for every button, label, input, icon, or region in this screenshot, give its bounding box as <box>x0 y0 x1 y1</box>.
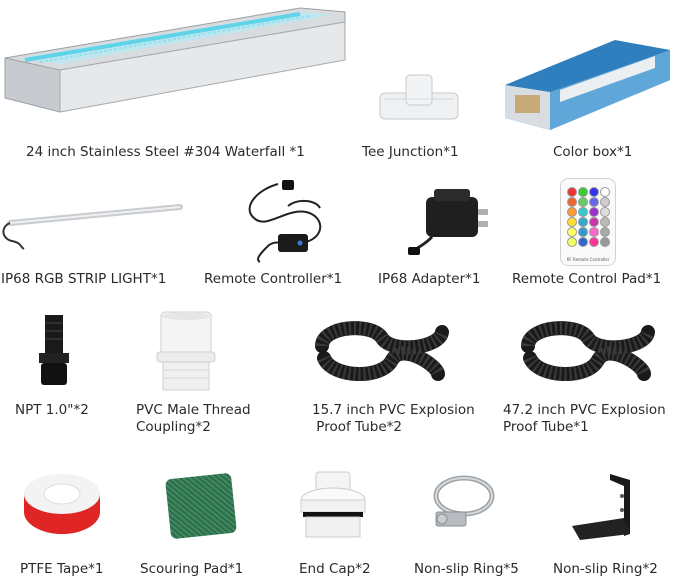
end-cap-image <box>300 471 366 538</box>
tee-junction-label: Tee Junction*1 <box>362 144 459 160</box>
bracket-image <box>572 474 630 540</box>
color-box-image <box>505 40 670 130</box>
npt-fitting-image <box>39 315 69 385</box>
remote-pad-button <box>600 187 610 197</box>
remote-pad-button <box>600 197 610 207</box>
ptfe-tape-label: PTFE Tape*1 <box>20 561 104 577</box>
ip68-adapter-image <box>408 189 488 255</box>
pvc-coupling-label: PVC Male Thread Coupling*2 <box>136 402 251 435</box>
scouring-pad-label: Scouring Pad*1 <box>140 561 244 577</box>
remote-pad-button <box>589 217 599 227</box>
remote-pad-buttons <box>567 187 610 249</box>
rgb-strip-light-image <box>2 204 183 250</box>
remote-pad-button <box>578 187 588 197</box>
remote-pad-button <box>589 227 599 237</box>
stainless-waterfall-image <box>4 7 346 113</box>
remote-pad-button <box>600 217 610 227</box>
remote-controller-label: Remote Controller*1 <box>204 271 343 287</box>
ptfe-tape-image <box>24 474 100 534</box>
remote-pad-button <box>567 227 577 237</box>
remote-pad-button <box>600 227 610 237</box>
remote-pad-button <box>600 207 610 217</box>
npt-label: NPT 1.0"*2 <box>15 402 89 418</box>
remote-pad-title: RF Remote Controller <box>566 257 610 262</box>
scouring-pad-image <box>165 472 237 540</box>
end-cap-label: End Cap*2 <box>299 561 371 577</box>
pvc-tube-long-image <box>521 321 655 381</box>
remote-pad-button <box>578 217 588 227</box>
remote-pad-button <box>567 237 577 247</box>
remote-pad-button <box>589 207 599 217</box>
ip68-adapter-label: IP68 Adapter*1 <box>378 271 481 287</box>
remote-pad-button <box>578 207 588 217</box>
remote-pad-button <box>578 197 588 207</box>
remote-pad-button <box>578 237 588 247</box>
pvc-coupling-image <box>156 311 216 391</box>
remote-pad-button <box>567 217 577 227</box>
remote-pad-button <box>589 237 599 247</box>
pvc-tube-short-image <box>315 321 449 381</box>
remote-pad-button <box>567 207 577 217</box>
tee-junction-image <box>379 74 459 120</box>
remote-pad-button <box>567 187 577 197</box>
remote-pad-button <box>567 197 577 207</box>
remote-pad-button <box>589 197 599 207</box>
pvc-tube-short-label: 15.7 inch PVC Explosion Proof Tube*2 <box>312 402 475 435</box>
pvc-tube-long-label: 47.2 inch PVC Explosion Proof Tube*1 <box>503 402 666 435</box>
remote-pad-button <box>589 187 599 197</box>
remote-pad-button <box>578 227 588 237</box>
remote-control-pad-image: RF Remote Controller <box>560 178 616 266</box>
non-slip-ring-2-label: Non-slip Ring*2 <box>553 561 658 577</box>
remote-controller-image <box>248 180 322 263</box>
hose-clamp-image <box>433 475 495 527</box>
remote-pad-button <box>600 237 610 247</box>
waterfall-label: 24 inch Stainless Steel #304 Waterfall *… <box>26 144 305 160</box>
non-slip-ring-5-label: Non-slip Ring*5 <box>414 561 519 577</box>
rgb-strip-light-label: IP68 RGB STRIP LIGHT*1 <box>1 271 167 287</box>
color-box-label: Color box*1 <box>553 144 633 160</box>
remote-control-pad-label: Remote Control Pad*1 <box>512 271 662 287</box>
